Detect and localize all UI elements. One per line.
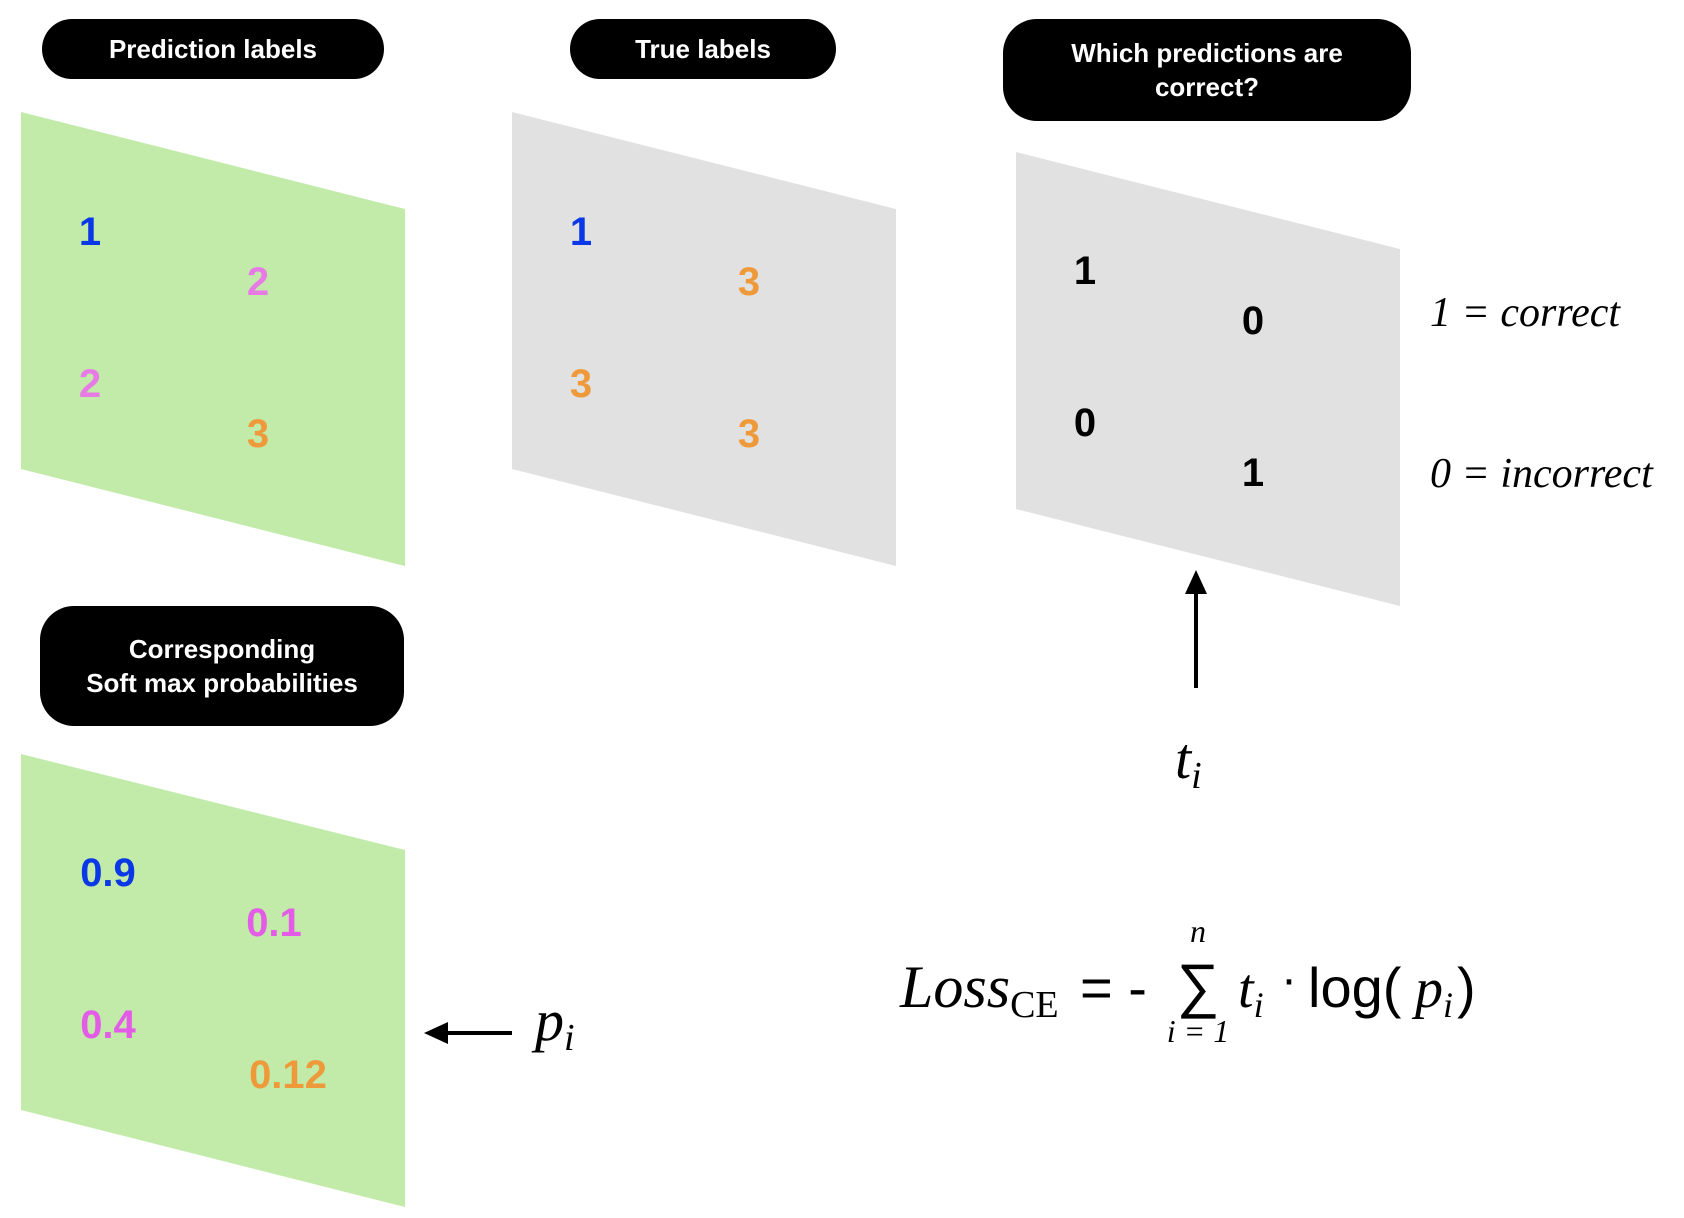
formula-sigma: ∑ — [1177, 952, 1220, 1019]
formula-loss-main: Loss — [899, 954, 1010, 1020]
which-correct-header: Which predictions are correct? — [1003, 19, 1411, 121]
true-value-3: 3 — [570, 362, 592, 406]
softmax-panel — [21, 754, 405, 1207]
prediction-labels-text: Prediction labels — [108, 34, 318, 64]
p-symbol-main: p — [531, 988, 564, 1053]
formula-t-sub: i — [1254, 985, 1264, 1025]
formula-t: ti — [1238, 958, 1264, 1025]
prob-value-3: 0.4 — [80, 1003, 136, 1047]
prediction-labels-header: Prediction labels — [42, 19, 384, 79]
formula-loss: LossCE — [899, 954, 1059, 1026]
true-value-2: 3 — [738, 260, 760, 304]
formula-loss-sub: CE — [1010, 984, 1059, 1026]
prob-value-4: 0.12 — [249, 1053, 327, 1097]
formula-dot: · — [1281, 953, 1297, 1006]
correct-value-2: 0 — [1242, 299, 1264, 343]
which-correct-line2: correct? — [1154, 72, 1260, 102]
legend-correct: 1 = correct — [1430, 290, 1621, 336]
pred-value-3: 2 — [79, 362, 101, 406]
p-arrow-head — [424, 1022, 448, 1044]
formula-close-paren: ) — [1457, 956, 1476, 1019]
loss-formula: LossCE = - n ∑ i = 1 ti · log( pi ) — [899, 913, 1476, 1049]
softmax-line1: Corresponding — [128, 634, 316, 664]
softmax-header: Corresponding Soft max probabilities — [40, 606, 404, 726]
prob-value-1: 0.9 — [80, 851, 136, 895]
correct-value-4: 1 — [1242, 451, 1264, 495]
formula-upper-limit: n — [1190, 913, 1206, 949]
formula-p-main: p — [1411, 958, 1443, 1020]
pred-value-4: 3 — [247, 412, 269, 456]
t-symbol: ti — [1175, 726, 1202, 797]
formula-lower-limit: i = 1 — [1167, 1013, 1229, 1049]
p-symbol-sub: i — [564, 1017, 575, 1059]
true-labels-header: True labels — [570, 19, 836, 79]
t-symbol-sub: i — [1191, 755, 1202, 797]
true-value-4: 3 — [738, 412, 760, 456]
legend-incorrect: 0 = incorrect — [1430, 451, 1654, 497]
softmax-line2: Soft max probabilities — [86, 668, 358, 698]
true-labels-text: True labels — [635, 34, 771, 64]
pred-value-2: 2 — [247, 260, 269, 304]
formula-p: pi — [1411, 958, 1453, 1025]
prob-value-2: 0.1 — [246, 901, 302, 945]
formula-p-sub: i — [1443, 985, 1453, 1025]
correct-value-1: 1 — [1074, 249, 1096, 293]
formula-t-main: t — [1238, 958, 1255, 1020]
formula-log-open: log( — [1308, 956, 1402, 1019]
t-arrow-head — [1185, 570, 1207, 594]
true-value-1: 1 — [570, 210, 592, 254]
which-correct-line1: Which predictions are — [1071, 38, 1343, 68]
prediction-panel — [21, 112, 405, 566]
correct-value-3: 0 — [1074, 401, 1096, 445]
pred-value-1: 1 — [79, 210, 101, 254]
correct-panel — [1016, 152, 1400, 606]
t-symbol-main: t — [1175, 726, 1193, 791]
formula-equals-minus: = - — [1080, 956, 1147, 1019]
true-labels-panel — [512, 112, 896, 566]
p-symbol: pi — [531, 988, 575, 1059]
